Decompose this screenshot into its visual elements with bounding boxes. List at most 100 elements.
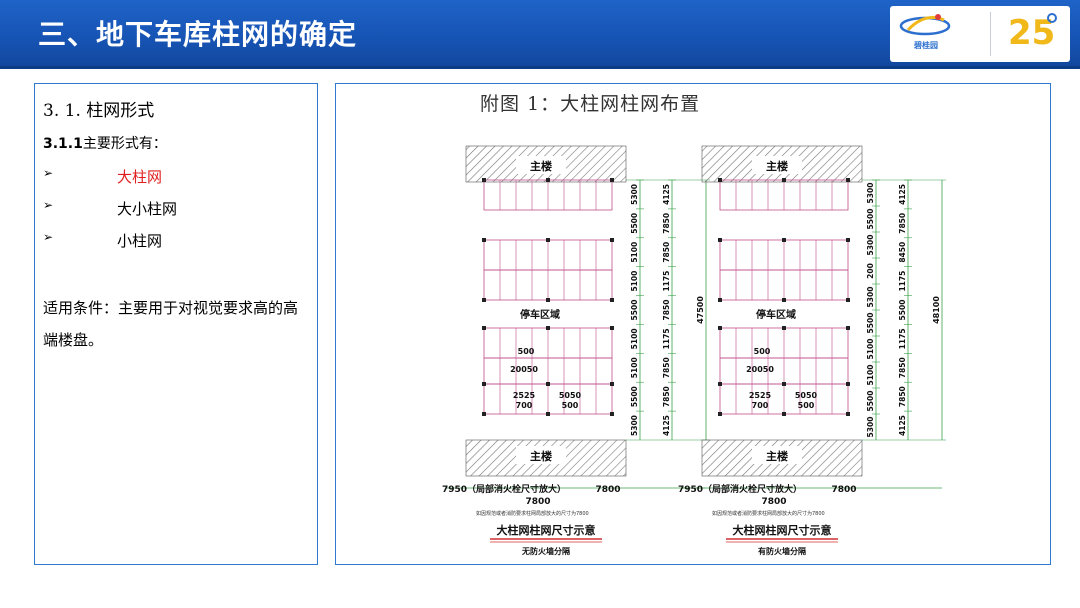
top-building-label: 主楼 <box>766 159 788 173</box>
column-marker <box>610 382 614 386</box>
column-marker <box>610 412 614 416</box>
inner-dimension: 700 <box>516 401 533 410</box>
subsection-title: 3.1.1主要形式有： <box>43 133 167 153</box>
list-item-label: 大柱网 <box>117 168 163 186</box>
dimension-label: 7850 <box>662 300 671 321</box>
column-marker <box>718 178 722 182</box>
inner-dimension: 5050 <box>559 391 582 400</box>
dimension-label: 7850 <box>662 386 671 407</box>
dimension-label: 5300 <box>866 287 875 308</box>
inner-dimension: 500 <box>798 401 815 410</box>
dimension-label: 5300 <box>866 183 875 204</box>
dimension-label: 7850 <box>898 386 907 407</box>
arrow-bullet-icon: ➢ <box>43 230 54 244</box>
dimension-label: 5500 <box>630 213 639 234</box>
column-marker <box>718 412 722 416</box>
column-marker <box>718 298 722 302</box>
logo-divider <box>990 12 991 56</box>
list-item-label: 小柱网 <box>117 232 163 250</box>
column-marker <box>482 178 486 182</box>
subsection-number: 3.1.1 <box>43 136 83 152</box>
column-marker <box>718 326 722 330</box>
label-bg <box>510 306 570 322</box>
inner-dimension: 20050 <box>510 365 538 374</box>
title-underline <box>0 66 1080 69</box>
dimension-label: 8450 <box>898 242 907 263</box>
drawing-subcaption: 无防火墙分隔 <box>521 546 570 556</box>
column-marker <box>482 412 486 416</box>
dimension-label: 5500 <box>630 300 639 321</box>
column-marker <box>610 178 614 182</box>
bottom-dimension-label: 7800 <box>595 485 620 495</box>
inner-dimension: 500 <box>518 347 535 356</box>
inner-dimension: 500 <box>754 347 771 356</box>
dimension-label: 5100 <box>630 271 639 292</box>
arrow-bullet-icon: ➢ <box>43 198 54 212</box>
logo: 碧桂园 25 <box>890 6 1070 62</box>
anniversary-25-icon: 25 <box>1008 13 1057 53</box>
drawing-caption: 大柱网柱网尺寸示意 <box>733 523 832 537</box>
section-title: 3. 1. 柱网形式 <box>43 101 155 121</box>
label-bg <box>752 156 802 174</box>
column-marker <box>546 298 550 302</box>
inner-dimension: 700 <box>752 401 769 410</box>
bottom-dimension-label: 7800 <box>761 497 786 507</box>
dimension-label: 1175 <box>662 328 671 349</box>
dimension-label: 7850 <box>898 357 907 378</box>
inner-dimension: 500 <box>562 401 579 410</box>
bottom-building-label: 主楼 <box>766 449 788 463</box>
column-marker <box>846 326 850 330</box>
dimension-label: 7850 <box>662 213 671 234</box>
dimension-label: 5100 <box>866 365 875 386</box>
column-marker <box>610 298 614 302</box>
column-marker <box>482 382 486 386</box>
column-marker <box>718 382 722 386</box>
column-marker <box>846 238 850 242</box>
column-marker <box>846 298 850 302</box>
page-title: 三、地下车库柱网的确定 <box>38 18 358 51</box>
dimension-label: 5300 <box>866 235 875 256</box>
drawing-note: 如因规范或者消防要求柱网局部放大的尺寸为7800 <box>712 510 825 517</box>
dimension-label: 5500 <box>866 209 875 230</box>
dimension-label: 200 <box>866 263 875 279</box>
bottom-dimension-label: 7800 <box>831 485 856 495</box>
bottom-dimension-label: 7950（局部消火栓尺寸放大） <box>442 483 566 495</box>
dimension-label: 1175 <box>898 328 907 349</box>
dimension-label: 5300 <box>630 184 639 205</box>
parking-area-label: 停车区域 <box>520 308 560 321</box>
dimension-label: 5300 <box>630 415 639 436</box>
dimension-label: 7850 <box>898 213 907 234</box>
dimension-label: 1175 <box>898 271 907 292</box>
title-bar: 三、地下车库柱网的确定 碧桂园 25 <box>0 0 1080 66</box>
label-bg <box>516 446 566 464</box>
inner-dimension: 2525 <box>513 391 536 400</box>
label-bg <box>752 446 802 464</box>
column-marker <box>482 298 486 302</box>
dimension-label: 5100 <box>630 242 639 263</box>
bottom-dimension-label: 7800 <box>525 497 550 507</box>
drawing-caption: 大柱网柱网尺寸示意 <box>497 523 596 537</box>
dimension-label: 5300 <box>866 417 875 438</box>
dimension-label: 4125 <box>898 184 907 205</box>
dimension-label: 1175 <box>662 271 671 292</box>
column-marker <box>782 382 786 386</box>
column-marker <box>546 178 550 182</box>
drawing-subcaption: 有防火墙分隔 <box>758 546 806 556</box>
dimension-label: 4125 <box>898 415 907 436</box>
subsection-label: 主要形式有： <box>82 136 167 152</box>
figure-panel <box>335 83 1051 565</box>
inner-dimension: 2525 <box>749 391 772 400</box>
column-marker <box>782 412 786 416</box>
column-marker <box>546 412 550 416</box>
inner-dimension: 20050 <box>746 365 774 374</box>
column-marker <box>610 326 614 330</box>
text-panel: 3. 1. 柱网形式 3.1.1主要形式有： ➢ 大柱网 ➢ 大小柱网 ➢ 小柱… <box>34 83 318 565</box>
column-marker <box>482 326 486 330</box>
column-marker <box>546 326 550 330</box>
brand-logo-icon <box>899 14 951 36</box>
dimension-label: 4125 <box>662 415 671 436</box>
column-marker <box>846 382 850 386</box>
list-item: ➢ 大柱网 <box>43 166 303 188</box>
